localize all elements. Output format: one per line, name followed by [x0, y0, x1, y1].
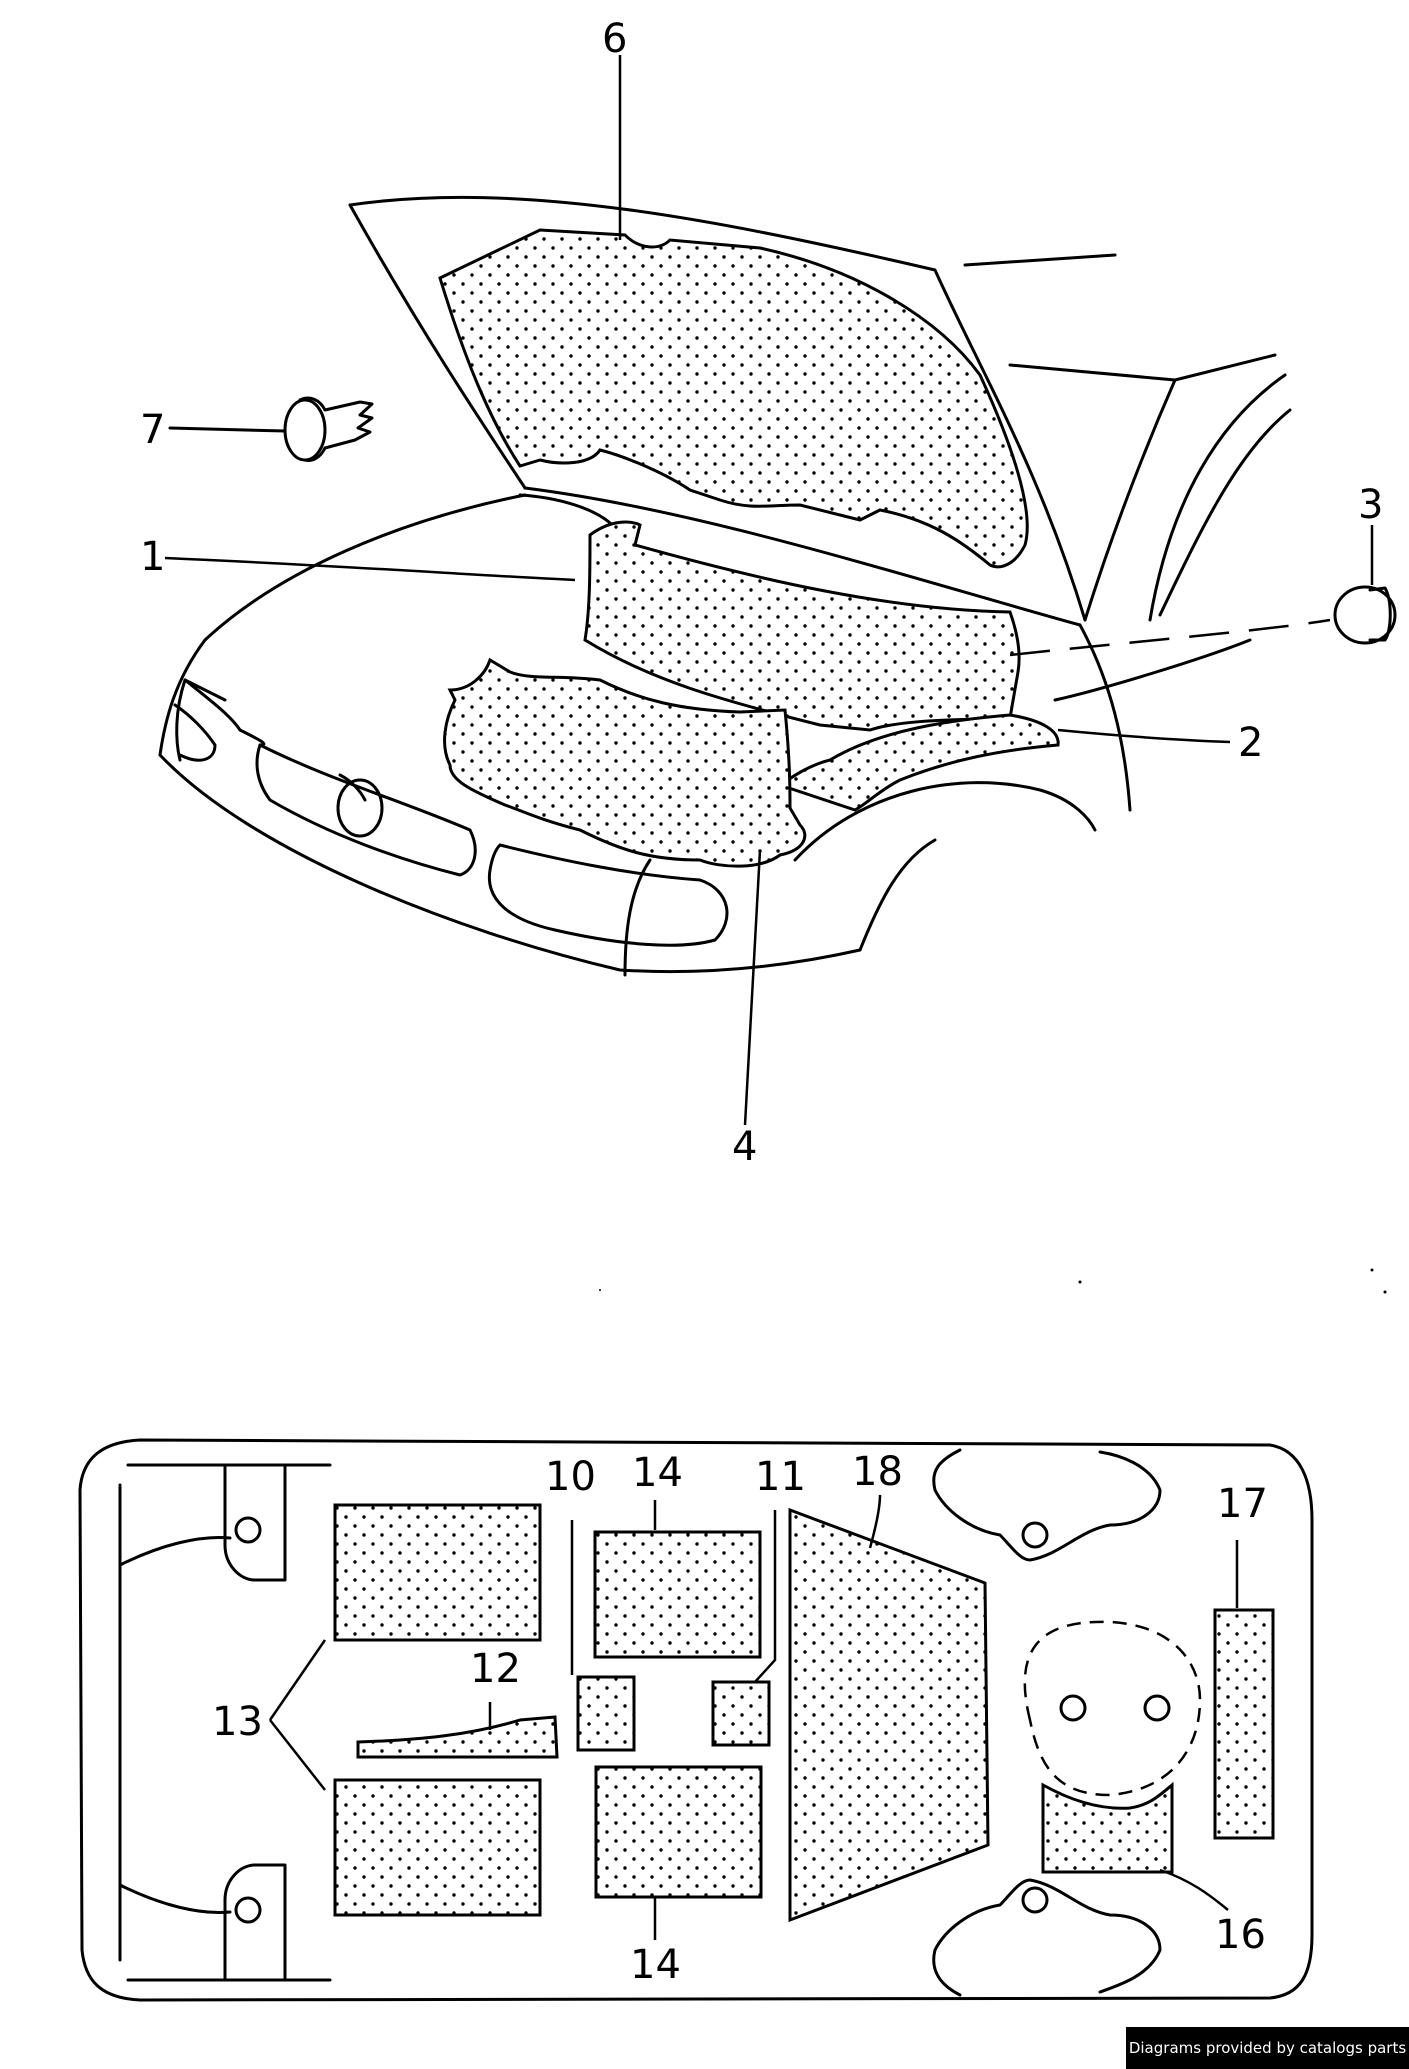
callout-12: 12: [470, 1646, 521, 1692]
callout-3: 3: [1358, 482, 1383, 528]
callout-14-top: 14: [632, 1450, 683, 1496]
callout-11: 11: [755, 1454, 806, 1500]
car-front-illustration: [158, 55, 1397, 1126]
callout-14-bottom: 14: [630, 1942, 681, 1988]
callout-4: 4: [732, 1124, 757, 1170]
callout-1: 1: [140, 534, 165, 580]
callout-10: 10: [545, 1454, 596, 1500]
callout-18: 18: [852, 1449, 903, 1495]
callout-16: 16: [1215, 1912, 1266, 1958]
credit-banner: Diagrams provided by catalogs parts: [1126, 2027, 1409, 2069]
callout-13: 13: [212, 1699, 263, 1745]
callout-2: 2: [1238, 720, 1263, 766]
floor-plan-illustration: [78, 1438, 1314, 2002]
callout-17: 17: [1217, 1481, 1268, 1527]
callout-7: 7: [140, 407, 165, 453]
callout-6: 6: [602, 16, 627, 62]
